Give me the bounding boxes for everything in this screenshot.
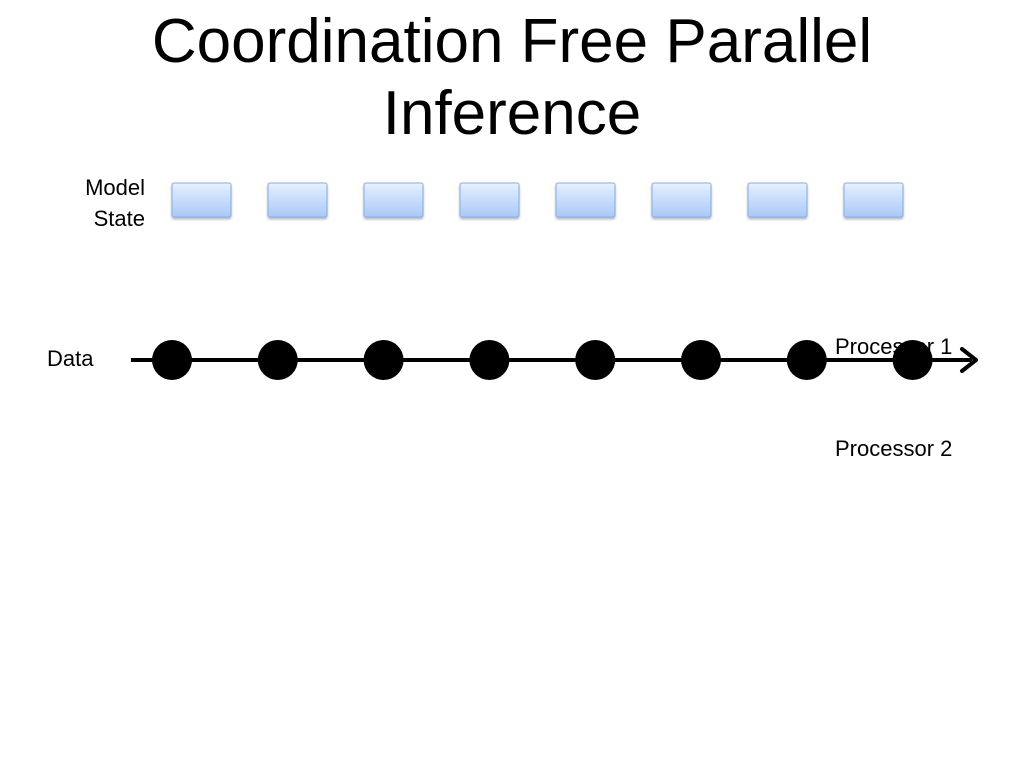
data-point-2: [257, 340, 298, 380]
model-state-label-line-1: Model: [85, 175, 145, 200]
model-state-block-7: [747, 182, 808, 218]
data-point-4: [469, 340, 510, 380]
data-point-8: [892, 340, 933, 380]
processor-1-label: Processor 1: [835, 334, 953, 359]
data-point-1: [152, 340, 192, 380]
data-point-7: [786, 340, 827, 380]
data-point-3: [363, 340, 404, 380]
model-state-block-4: [459, 182, 520, 218]
model-state-block-2: [267, 182, 328, 218]
data-points: [152, 340, 933, 380]
slide-title-line-1: Coordination Free Parallel: [151, 7, 873, 76]
model-state-block-3: [363, 182, 424, 218]
model-state-label: Model State: [85, 172, 145, 234]
data-point-5: [575, 340, 616, 380]
slide-title: Coordination Free Parallel Inference: [0, 6, 1024, 150]
model-state-blocks: [171, 182, 904, 218]
model-state-block-5: [555, 182, 616, 218]
data-axis-arrowhead: [960, 347, 978, 373]
model-state-block-8: [843, 182, 904, 218]
model-state-label-line-2: State: [93, 206, 145, 231]
data-label: Data: [47, 346, 94, 371]
slide-title-line-2: Inference: [382, 79, 642, 148]
processor-2-label: Processor 2: [835, 436, 953, 461]
model-state-block-1: [171, 182, 232, 218]
model-state-block-6: [651, 182, 712, 218]
data-point-6: [681, 340, 721, 380]
